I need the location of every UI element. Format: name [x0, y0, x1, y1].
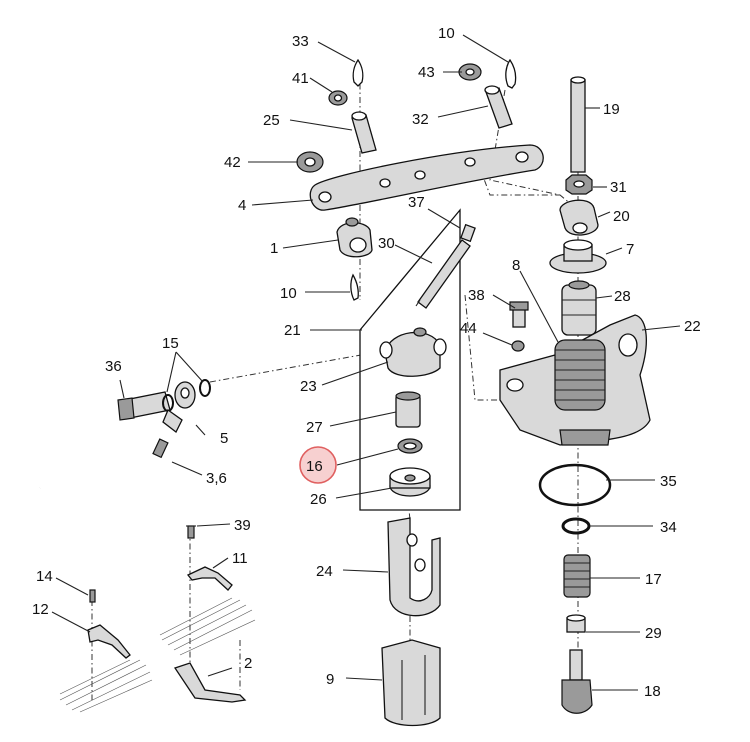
label-5: 5 — [220, 430, 228, 447]
seal-34 — [561, 517, 591, 535]
label-29: 29 — [645, 625, 662, 642]
bracket-2 — [173, 662, 247, 703]
label-3-6: 3,6 — [206, 470, 227, 487]
plug-37 — [460, 223, 476, 243]
lever-4 — [309, 144, 544, 211]
label-23: 23 — [300, 378, 317, 395]
spring-17 — [563, 554, 591, 598]
label-15: 15 — [162, 335, 179, 352]
label-28: 28 — [614, 288, 631, 305]
pin-32 — [484, 85, 513, 129]
part-labels: 33 10 41 43 25 32 19 42 4 31 37 20 1 30 … — [32, 25, 701, 700]
highlight-circle-16[interactable] — [299, 446, 337, 484]
label-27: 27 — [306, 419, 323, 436]
label-21: 21 — [284, 322, 301, 339]
label-11: 11 — [232, 550, 248, 567]
floor-hatch-bottom — [59, 659, 153, 713]
label-19: 19 — [603, 101, 620, 118]
label-44: 44 — [460, 320, 477, 337]
label-20: 20 — [613, 208, 630, 225]
clevis-20 — [559, 199, 599, 236]
piston-26 — [389, 467, 431, 497]
label-35: 35 — [660, 473, 677, 490]
label-8: 8 — [512, 257, 520, 274]
washer-15b — [199, 379, 211, 397]
cotter-pin-33 — [352, 58, 364, 87]
label-10-lower: 10 — [280, 285, 297, 302]
bracket-11 — [186, 566, 233, 591]
label-18: 18 — [644, 683, 661, 700]
bushing-29 — [566, 614, 586, 633]
label-43: 43 — [418, 64, 435, 81]
label-10-top: 10 — [438, 25, 455, 42]
label-2: 2 — [244, 655, 252, 672]
cotter-pin-10-top — [505, 58, 517, 89]
label-25: 25 — [263, 112, 280, 129]
floor-hatch-top — [159, 597, 256, 656]
label-16[interactable]: 16 — [306, 458, 323, 475]
bolt-38 — [509, 301, 529, 328]
nut-44 — [511, 340, 525, 352]
screw-39 — [186, 525, 196, 539]
o-ring-35 — [538, 463, 612, 507]
label-22: 22 — [684, 318, 701, 335]
label-34: 34 — [660, 519, 677, 536]
label-12: 12 — [32, 601, 49, 618]
label-9: 9 — [326, 671, 334, 688]
rod-19 — [570, 76, 586, 173]
bracket-24 — [387, 517, 441, 617]
label-4: 4 — [238, 197, 246, 214]
plunger-27 — [395, 391, 421, 428]
pin-25 — [351, 111, 377, 154]
banjo-bolt-36 — [117, 391, 171, 421]
label-30: 30 — [378, 235, 395, 252]
screw-14 — [89, 589, 96, 603]
label-37: 37 — [408, 194, 425, 211]
label-33: 33 — [292, 33, 309, 50]
cap-7 — [549, 239, 607, 274]
sleeve-9 — [381, 639, 441, 727]
valve-body-23 — [379, 327, 447, 377]
label-24: 24 — [316, 563, 333, 580]
shaft-30 — [415, 239, 471, 309]
label-7: 7 — [626, 241, 634, 258]
spring-cup-28 — [561, 280, 597, 336]
handle-18 — [561, 649, 593, 714]
label-38: 38 — [468, 287, 485, 304]
leader-lines — [51, 34, 681, 691]
bushing-1 — [336, 217, 373, 258]
bracket-12 — [87, 624, 131, 659]
label-42: 42 — [224, 154, 241, 171]
label-41: 41 — [292, 70, 309, 87]
nut-31 — [565, 174, 593, 195]
spring-8 — [554, 339, 606, 411]
label-14: 14 — [36, 568, 53, 585]
fitting-5 — [162, 381, 196, 433]
label-1: 1 — [270, 240, 278, 257]
cotter-pin-10-lower — [350, 273, 359, 301]
label-32: 32 — [412, 111, 429, 128]
label-39: 39 — [234, 517, 251, 534]
label-36: 36 — [105, 358, 122, 375]
seal-16 — [397, 438, 423, 454]
label-26: 26 — [310, 491, 327, 508]
pipe-3-6 — [39, 438, 169, 499]
label-17: 17 — [645, 571, 662, 588]
label-31: 31 — [610, 179, 627, 196]
